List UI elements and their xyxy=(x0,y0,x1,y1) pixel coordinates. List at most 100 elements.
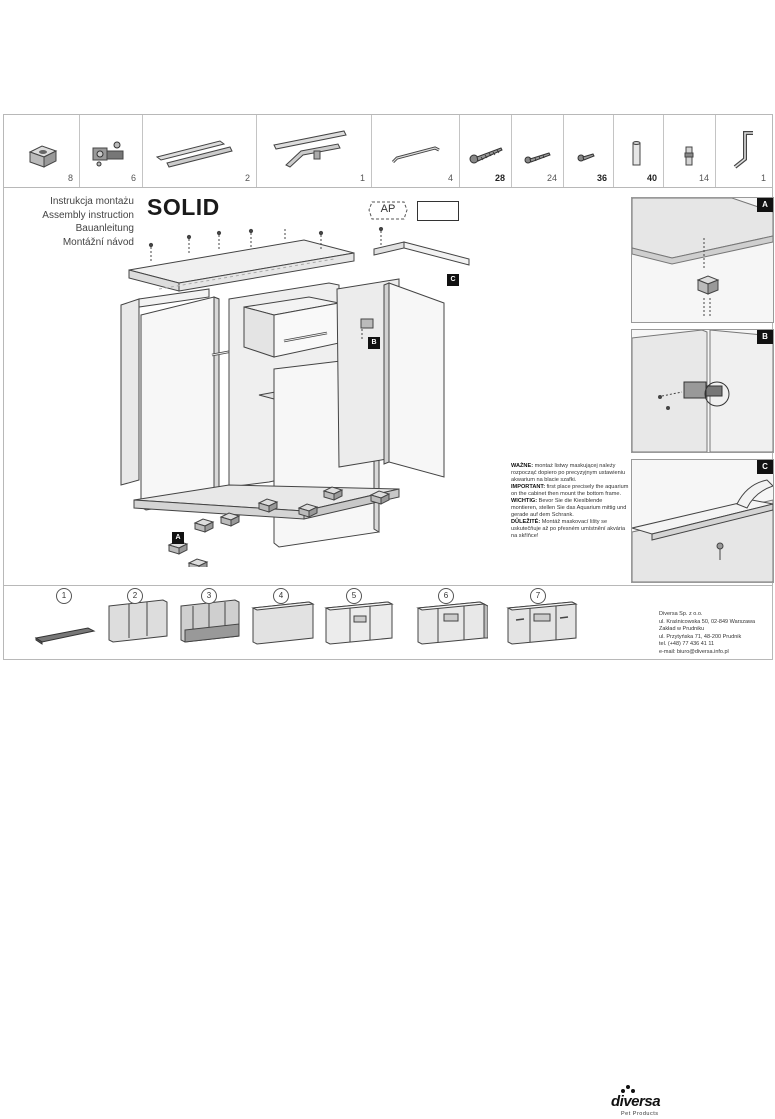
detail-a-drawing xyxy=(632,198,773,316)
left-door xyxy=(140,296,250,511)
short-screw-icon xyxy=(577,153,595,162)
product-name: SOLID xyxy=(147,194,220,220)
step-number: 4 xyxy=(273,588,289,604)
right-door xyxy=(360,282,445,478)
exploded-cabinet-drawing xyxy=(120,227,470,567)
part-hinge: 6 xyxy=(79,115,143,187)
step-number: 3 xyxy=(201,588,217,604)
important-note: WAŻNE: montaż listwy maskującej należy r… xyxy=(511,463,629,540)
dashed-tag-icon xyxy=(368,201,408,220)
part-quantity: 14 xyxy=(698,173,709,183)
callout-c-badge: C xyxy=(447,274,459,286)
detail-b-tag: B xyxy=(757,330,773,344)
masking-strip xyxy=(373,241,470,266)
left-side-panel xyxy=(120,288,210,486)
instruction-titles: Instrukcja montażu Assembly instruction … xyxy=(34,195,134,249)
dowel-icon xyxy=(632,141,641,166)
step-1: 1 xyxy=(34,586,104,665)
title-cz: Montážní návod xyxy=(62,236,134,248)
callout-b-badge: B xyxy=(368,337,380,349)
part-long-screw: 28 xyxy=(459,115,512,187)
note-de-text: Bevor Sie die Kieslblende montieren, ste… xyxy=(511,498,627,518)
step-7: 7 xyxy=(506,586,582,665)
handle-icon xyxy=(391,146,440,164)
title-de: Bauanleitung xyxy=(75,223,134,234)
company-name: Diversa Sp. z o.o. xyxy=(659,611,703,617)
part-quantity: 1 xyxy=(359,173,365,183)
step-number: 6 xyxy=(438,588,454,604)
step-7-drawing xyxy=(506,601,578,645)
part-quantity: 8 xyxy=(67,173,73,183)
step-6-drawing xyxy=(416,601,489,645)
step-6: 6 xyxy=(416,586,489,665)
hinge-icon xyxy=(92,141,124,167)
part-quantity: 28 xyxy=(494,173,505,183)
parts-list: 8 6 2 1 xyxy=(4,115,772,188)
part-slide-rail: 1 xyxy=(256,115,372,187)
step-5-drawing xyxy=(324,601,394,645)
logo-brand: diversa xyxy=(611,1093,661,1110)
drawer-slide-icon xyxy=(155,140,233,168)
part-foot-block: 8 xyxy=(4,115,80,187)
step-number: 2 xyxy=(127,588,143,604)
allen-key-icon xyxy=(733,131,753,169)
part-connector-pin: 14 xyxy=(663,115,716,187)
step-2: 2 xyxy=(107,586,171,665)
company-plant-address: ul. Przytyńska 71, 48-200 Prudnik xyxy=(659,633,742,640)
drawer xyxy=(243,296,340,358)
note-en-text: first place precisely the aquarium on th… xyxy=(511,484,629,497)
part-drawer-slide: 2 xyxy=(142,115,257,187)
note-en-heading: IMPORTANT: xyxy=(511,484,546,490)
detail-a-panel: A xyxy=(631,197,774,323)
step-1-drawing xyxy=(34,627,96,645)
company-phone: tel. (+48) 77 436 41 11 xyxy=(659,641,715,648)
note-cz-text: Montáž maskovací lišty se uskutečňuje až… xyxy=(511,519,626,539)
part-handle: 4 xyxy=(371,115,460,187)
connector-pin-icon xyxy=(684,146,694,166)
part-short-screw: 36 xyxy=(563,115,614,187)
logo-subtitle: Pet Products xyxy=(621,1111,659,1117)
step-4-drawing xyxy=(251,601,315,645)
step-4: 4 xyxy=(251,586,315,665)
step-number: 5 xyxy=(346,588,362,604)
part-quantity: 24 xyxy=(546,173,557,183)
company-address: ul. Kraśnicowska 50, 02-849 Warszawa xyxy=(659,618,756,625)
ap-badge: AP xyxy=(368,201,408,220)
part-dowel: 40 xyxy=(613,115,664,187)
detail-a-tag: A xyxy=(757,198,773,212)
slide-rail-icon xyxy=(273,130,347,168)
part-quantity: 36 xyxy=(596,173,607,183)
part-allen-key: 1 xyxy=(715,115,772,187)
note-pl-heading: WAŻNE: xyxy=(511,463,534,469)
callout-a-badge: A xyxy=(172,532,184,544)
company-info: Diversa Sp. z o.o. ul. Kraśnicowska 50, … xyxy=(659,611,771,657)
detail-c-drawing xyxy=(632,479,773,582)
top-board xyxy=(128,239,355,292)
title-pl: Instrukcja montażu xyxy=(50,196,134,207)
note-cz-heading: DŮLEŽITÉ: xyxy=(511,519,541,525)
company-plant: Zakład w Prudniku xyxy=(659,626,705,633)
screw-icon xyxy=(524,152,551,164)
part-quantity: 40 xyxy=(646,173,657,183)
instruction-sheet: 8 6 2 1 xyxy=(3,114,774,1117)
diversa-logo: diversa Pet Products xyxy=(605,1083,663,1119)
top-screws xyxy=(148,227,384,262)
part-quantity: 4 xyxy=(447,173,453,183)
step-3-drawing xyxy=(180,599,240,643)
step-5: 5 xyxy=(324,586,396,665)
part-quantity: 2 xyxy=(244,173,250,183)
step-2-drawing xyxy=(108,599,168,643)
blank-label-box xyxy=(417,201,459,221)
step-number: 1 xyxy=(56,588,72,604)
company-email: e-mail: biuro@diversa.info.pl xyxy=(659,648,729,655)
cabinet-feet xyxy=(167,486,391,567)
long-screw-icon xyxy=(469,147,503,164)
foot-block-icon xyxy=(28,145,58,168)
detail-b-drawing xyxy=(632,330,773,452)
note-de-heading: WICHTIG: xyxy=(511,498,538,504)
ap-label: AP xyxy=(380,203,396,215)
detail-c-panel: C xyxy=(631,459,774,583)
part-quantity: 1 xyxy=(760,173,766,183)
part-screw: 24 xyxy=(511,115,564,187)
detail-c-tag: C xyxy=(757,460,773,474)
